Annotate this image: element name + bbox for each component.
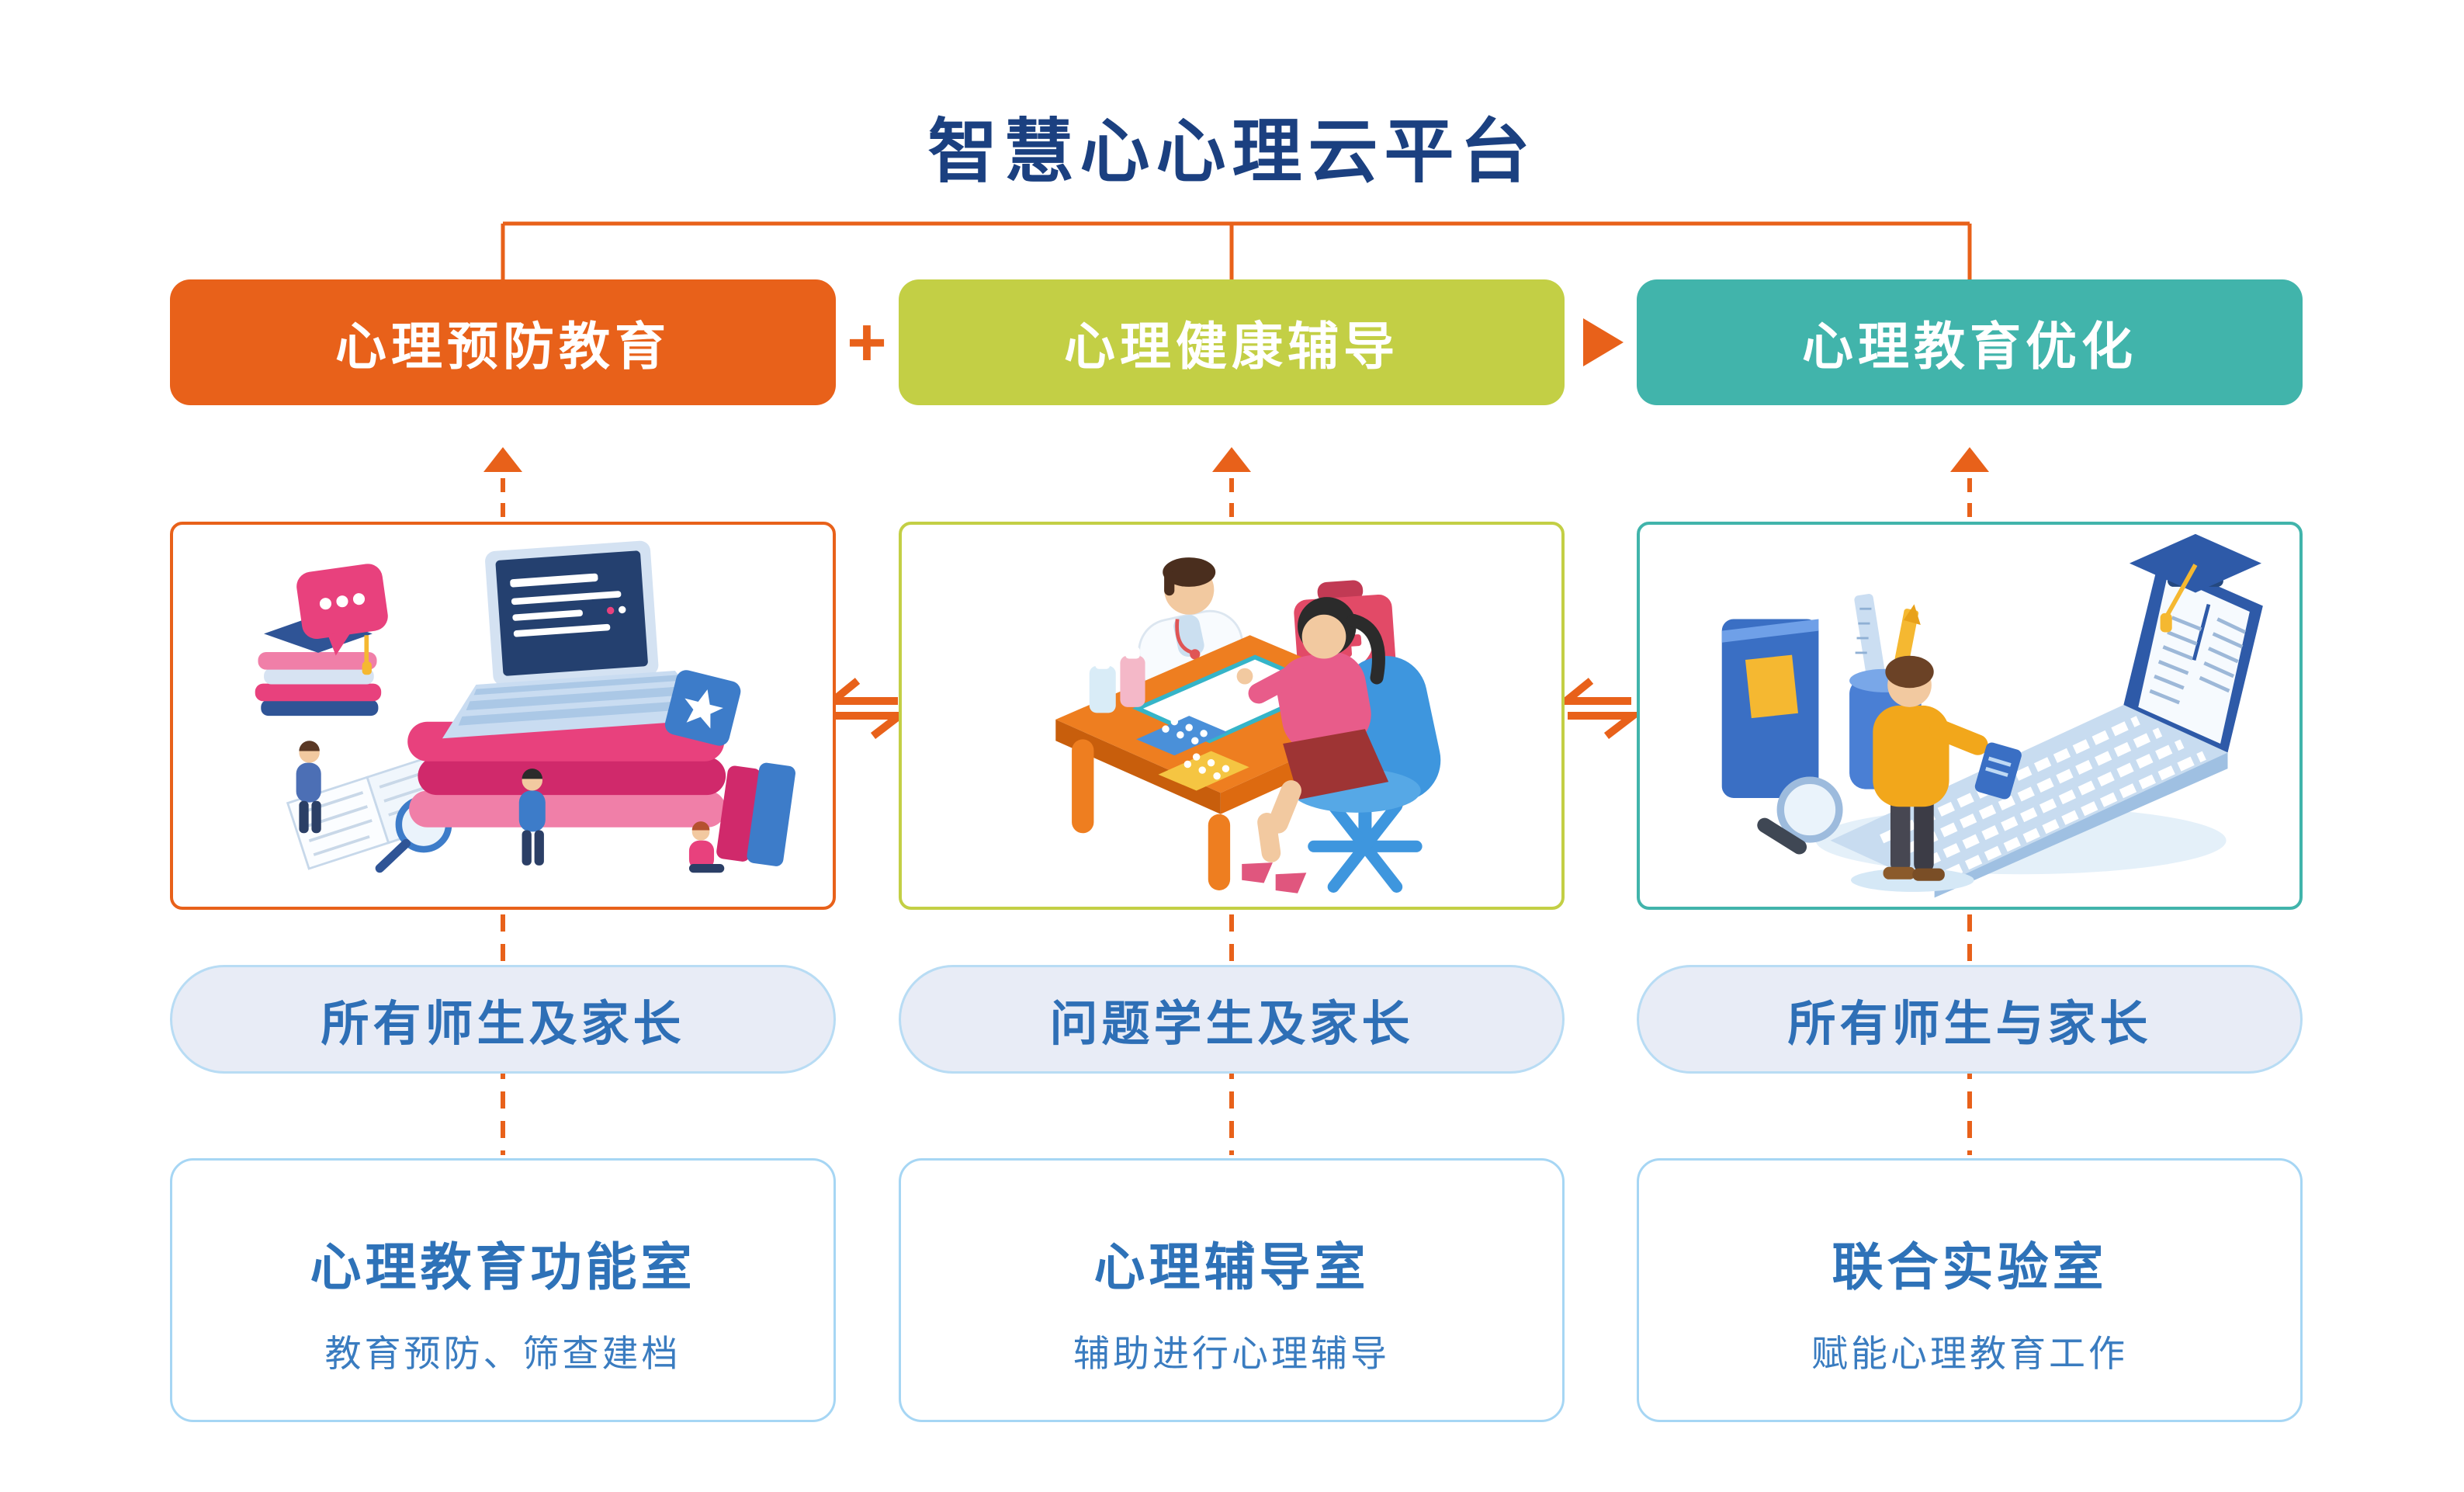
room-subtitle: 赋能心理教育工作 bbox=[1811, 1333, 2128, 1374]
header-mental-health-counseling: 心理健康辅导 bbox=[899, 279, 1565, 405]
room-title: 心理辅导室 bbox=[1093, 1238, 1370, 1296]
audience-label: 问题学生及家长 bbox=[1049, 998, 1414, 1051]
audience-pill-prevention: 所有师生及家长 bbox=[170, 965, 836, 1074]
plus-icon: + bbox=[847, 304, 887, 380]
illustration-card-prevention bbox=[170, 522, 836, 910]
audience-pill-counseling: 问题学生及家长 bbox=[899, 965, 1565, 1074]
right-triangle-icon bbox=[1583, 318, 1624, 366]
person-reading-icon bbox=[296, 741, 321, 834]
room-card-counseling-room: 心理辅导室 辅助进行心理辅导 bbox=[899, 1158, 1565, 1422]
room-card-function-room: 心理教育功能室 教育预防、筛查建档 bbox=[170, 1158, 836, 1422]
room-card-joint-lab: 联合实验室 赋能心理教育工作 bbox=[1637, 1158, 2303, 1422]
student-icon bbox=[1236, 596, 1389, 893]
laptop-icon bbox=[442, 540, 716, 739]
counseling-scene-illustration bbox=[1055, 557, 1441, 893]
dashed-stub-lines bbox=[501, 478, 1972, 517]
room-title: 心理教育功能室 bbox=[310, 1238, 696, 1296]
laptop-books-illustration bbox=[255, 540, 795, 873]
exchange-arrows-icon-left bbox=[821, 678, 911, 739]
audience-label: 所有师生与家长 bbox=[1787, 998, 2152, 1051]
room-subtitle: 辅助进行心理辅导 bbox=[1073, 1333, 1390, 1374]
blue-book-icon bbox=[1721, 619, 1819, 798]
elearning-lab-illustration bbox=[1721, 533, 2263, 898]
book-stack-icon bbox=[407, 721, 726, 828]
audience-pill-optimization: 所有师生与家长 bbox=[1637, 965, 2303, 1074]
star-badge-icon bbox=[664, 670, 741, 746]
standing-books-icon bbox=[716, 762, 795, 866]
up-triangle-icons bbox=[483, 447, 1989, 472]
header-prevention-education: 心理预防教育 bbox=[170, 279, 836, 405]
header-label: 心理预防教育 bbox=[335, 317, 671, 375]
researcher-icon bbox=[1850, 655, 2022, 892]
medicine-bottles-icon bbox=[1089, 647, 1145, 713]
header-label: 心理教育优化 bbox=[1802, 317, 2137, 375]
person-sitting-icon bbox=[688, 821, 725, 873]
person-walking-icon bbox=[518, 769, 546, 866]
room-subtitle: 教育预防、筛查建档 bbox=[324, 1333, 681, 1374]
audience-label: 所有师生及家长 bbox=[321, 998, 685, 1051]
illustration-card-counseling bbox=[899, 522, 1565, 910]
magnifier-icon bbox=[1757, 776, 1843, 855]
graduation-cap-icon bbox=[2129, 533, 2261, 633]
speech-bubble-icon bbox=[296, 564, 388, 656]
illustration-card-optimization bbox=[1637, 522, 2303, 910]
header-education-optimization: 心理教育优化 bbox=[1637, 279, 2303, 405]
page-title: 智慧心心理云平台 bbox=[927, 113, 1537, 191]
pill-packs-icon bbox=[1136, 716, 1249, 791]
room-title: 联合实验室 bbox=[1832, 1238, 2108, 1296]
top-bracket-line bbox=[501, 221, 1972, 281]
header-label: 心理健康辅导 bbox=[1064, 317, 1399, 375]
exchange-arrows-icon-right bbox=[1554, 678, 1644, 739]
